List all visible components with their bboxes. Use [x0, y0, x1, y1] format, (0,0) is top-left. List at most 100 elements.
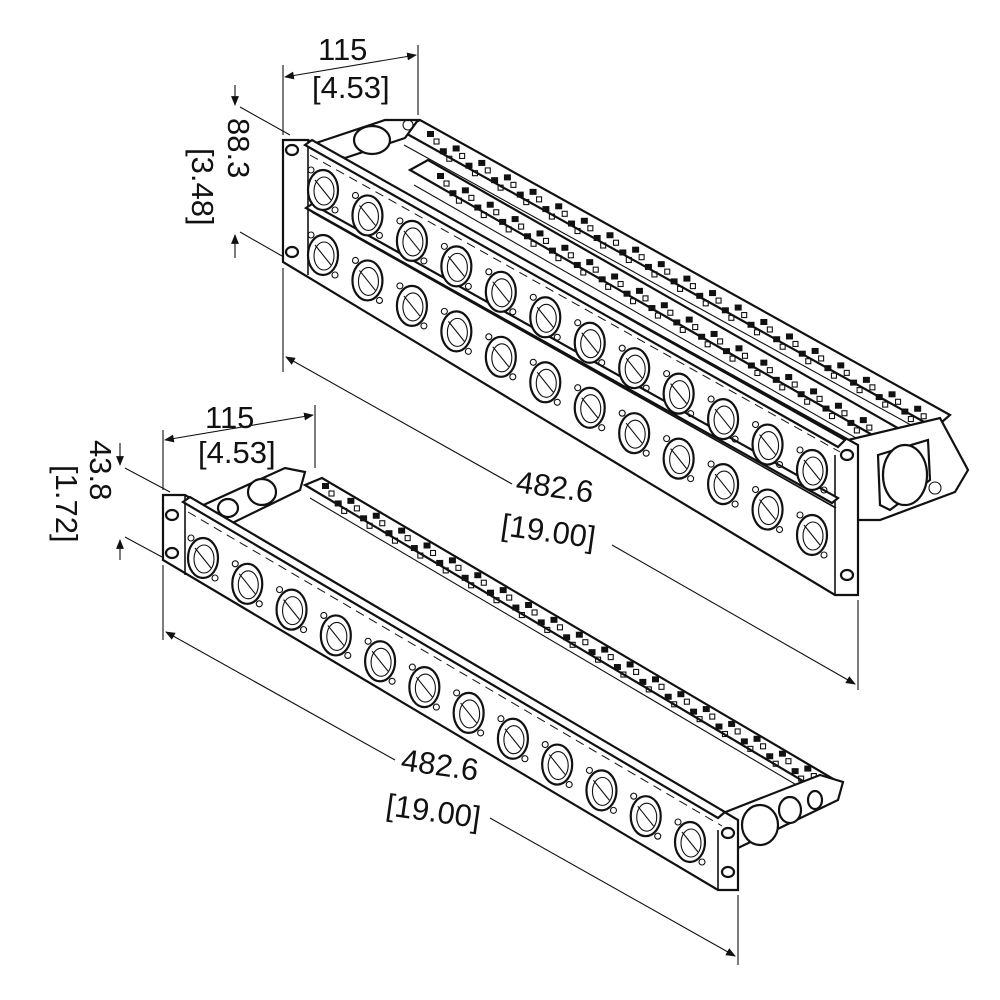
dimension-2u-width-in: [19.00] [499, 507, 598, 555]
rail-slot [600, 242, 607, 249]
rail-slot [474, 572, 482, 579]
rail-slot [654, 312, 661, 319]
rail-slot [696, 716, 703, 723]
rail-slot [592, 266, 599, 273]
rail-slot [544, 626, 551, 633]
dimension-2u-height: 88.3 [3.48] [185, 85, 291, 258]
rail-slot [334, 500, 342, 507]
dimension-1u-height-mm: 43.8 [83, 440, 118, 500]
rail-slot [372, 512, 380, 519]
rail-slot [760, 319, 768, 325]
rail-slot [702, 300, 709, 307]
rail-slot [587, 225, 594, 232]
rail-slot [702, 706, 710, 713]
panel-1u-connectors [186, 534, 707, 866]
rail-slot [773, 336, 781, 343]
rail-slot [785, 333, 793, 340]
rail-slot [859, 417, 867, 424]
rail-slot [442, 567, 449, 574]
rail-slot [347, 497, 355, 504]
rail-slot [398, 527, 406, 534]
rail-slot [497, 184, 504, 191]
rail-slot [455, 564, 462, 571]
rail-slot [660, 302, 668, 309]
rail-slot [704, 341, 711, 348]
rail-slot [715, 297, 722, 304]
rail-slot [605, 283, 612, 290]
rail-slot [805, 358, 812, 365]
rail-slot [536, 196, 543, 203]
rail-slot [542, 206, 550, 213]
rail-slot [561, 210, 568, 217]
rail-slot [461, 187, 469, 194]
rail-slot [677, 691, 685, 698]
rail-slot [427, 131, 434, 137]
rail-slot [667, 309, 674, 316]
dimension-1u-width-mm: 482.6 [399, 742, 481, 787]
rail-slot [436, 559, 444, 566]
rail-slot [824, 365, 832, 372]
rail-slot [639, 678, 647, 685]
panel-2u-mount-hole [839, 448, 855, 462]
dimension-1u-depth-in: [4.53] [198, 435, 276, 470]
rail-slot [537, 619, 545, 626]
rail-slot [709, 290, 717, 297]
rail-slot [556, 624, 564, 631]
rail-slot [524, 233, 532, 240]
rail-slot [525, 601, 533, 608]
rail-slot [580, 217, 588, 224]
rail-slot [679, 326, 686, 333]
rail-slot [452, 145, 460, 152]
dimension-1u-height: 43.8 [1.72] [49, 440, 171, 560]
rail-slot [611, 273, 619, 280]
rail-slot [798, 775, 805, 782]
rail-slot [715, 723, 723, 730]
rail-slot [856, 387, 863, 394]
rail-slot [657, 261, 665, 268]
rail-slot [474, 204, 482, 211]
rail-slot [523, 199, 530, 206]
connector-cutout [673, 818, 707, 866]
rail-slot [747, 362, 755, 369]
rail-slot [385, 530, 393, 537]
rail-slot [510, 181, 517, 188]
rail-slot [638, 254, 645, 261]
rail-slot [423, 542, 431, 549]
rail-slot [632, 246, 640, 253]
rail-slot [710, 330, 718, 337]
panel-1u-mount-hole [720, 865, 736, 879]
rail-slot [493, 597, 500, 604]
connector-cutout [408, 663, 441, 711]
panel-2u-mount-hole [284, 245, 300, 259]
rail-slot [567, 252, 574, 259]
connector-cutout [618, 409, 651, 457]
connector-cutout [395, 282, 429, 330]
rail-slot [696, 292, 704, 299]
rail-slot [920, 413, 927, 420]
rail-slot [648, 305, 656, 312]
rail-slot [593, 235, 601, 241]
rail-slot [563, 634, 571, 641]
rail-slot [779, 384, 786, 391]
rail-slot [360, 515, 368, 522]
rail-slot [797, 391, 805, 398]
rail-slot [642, 295, 649, 302]
rail-slot [512, 604, 520, 611]
dimension-2u-depth-in: [4.53] [312, 70, 390, 105]
rail-slot [888, 391, 896, 398]
rail-slot [754, 369, 761, 377]
rail-slot [717, 338, 724, 345]
rail-slot [455, 197, 462, 204]
rail-slot [810, 388, 818, 395]
connector-cutout [529, 293, 562, 341]
rail-slot [670, 278, 678, 285]
rail-slot [766, 753, 774, 760]
connector-cutout [452, 689, 485, 737]
rail-slot [728, 314, 735, 321]
rail-slot [480, 579, 487, 586]
rail-slot [555, 203, 563, 210]
rail-slot [689, 283, 696, 290]
rail-slot [410, 545, 418, 552]
rail-slot [506, 594, 513, 601]
